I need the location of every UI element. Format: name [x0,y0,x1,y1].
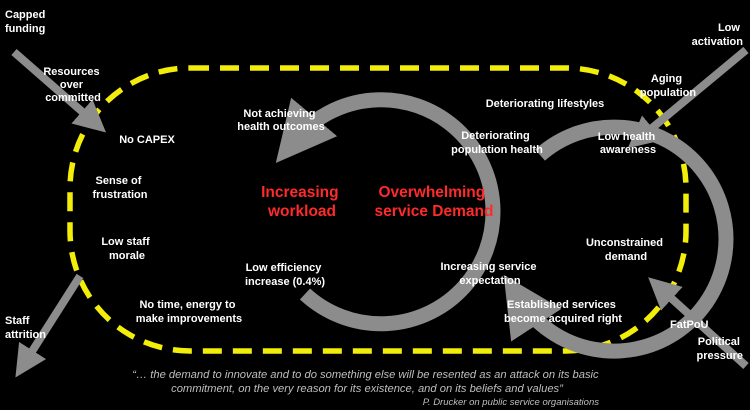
low-efficiency-label: Low efficiency increase (0.4%) [245,262,325,288]
low-activation-arrow [627,46,749,149]
deteriorating-population-health-label: Deteriorating population health [451,130,543,156]
increasing-service-expectation-label: Increasing service expectation [440,261,539,287]
capped-funding-arrow [11,48,107,133]
staff-attrition-arrow [15,273,84,378]
sense-of-frustration-label: Sense of frustration [93,175,148,201]
political-pressure-arrow [648,277,749,369]
capped-funding-label: Capped funding [5,9,48,35]
low-health-awareness-label: Low health awareness [598,131,659,156]
deteriorating-lifestyles-label: Deteriorating lifestyles [486,98,605,110]
established-services-label: Established services become acquired rig… [504,299,622,325]
no-time-label: No time, energy to make improvements [136,299,242,325]
fatpou-label: FatPoU [670,319,709,331]
drucker-quote: “… the demand to innovate and to do some… [132,369,602,395]
left-cycle-arrow [275,92,501,332]
quote-attribution: P. Drucker on public service organisatio… [423,397,599,408]
resources-over-committed-label: Resources over committed [43,66,102,104]
increasing-workload-title: Increasing workload [261,184,343,220]
dashed-loop-outline [67,65,689,354]
staff-attrition-label: Staff attrition [5,315,46,341]
no-capex-label: No CAPEX [119,134,175,146]
political-pressure-label: Political pressure [697,336,743,362]
aging-population-label: Aging population [640,73,696,99]
low-activation-label: Low activation [692,22,744,48]
not-achieving-label: Not achieving health outcomes [237,108,324,133]
unconstrained-demand-label: Unconstrained demand [586,237,666,263]
right-cycle-arrow [503,119,734,359]
overwhelming-demand-title: Overwhelming service Demand [375,184,494,220]
low-staff-morale-label: Low staff morale [101,236,152,262]
